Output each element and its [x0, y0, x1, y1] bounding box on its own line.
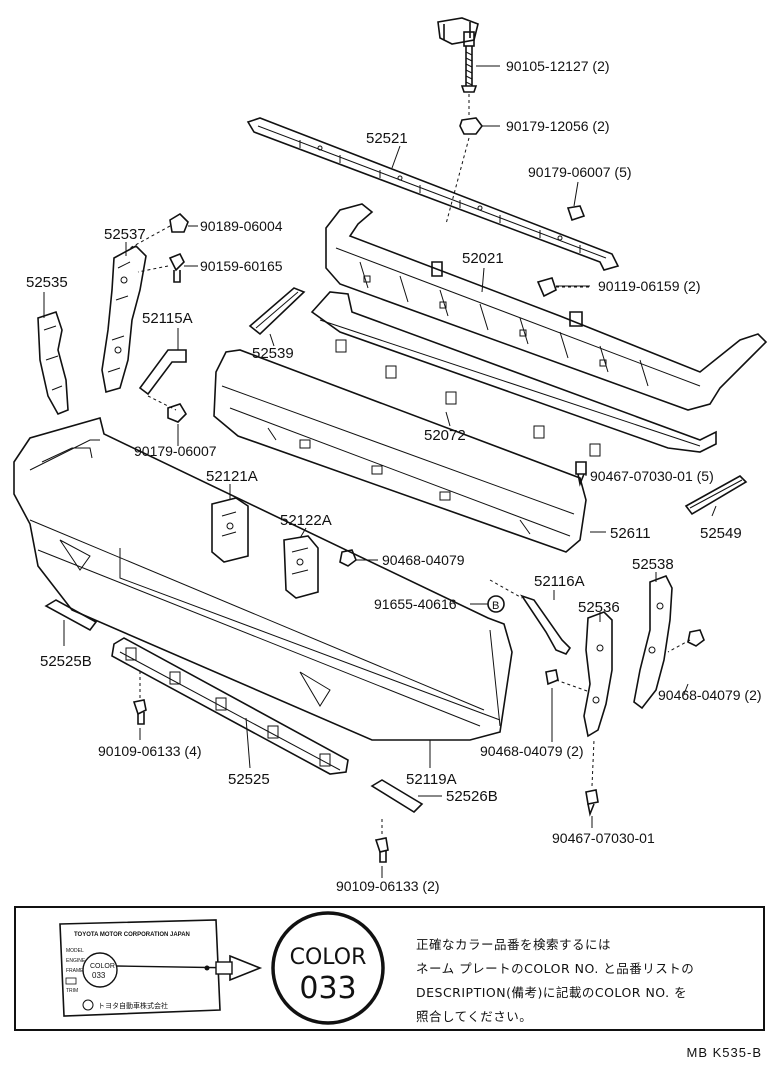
- label-52536: 52536: [578, 599, 620, 616]
- label-90119-06159: 90119-06159 (2): [598, 278, 700, 294]
- extension-52072: [310, 291, 717, 457]
- clip-90467-07030-01-icon: [575, 461, 587, 487]
- label-ref-B: B: [492, 600, 499, 612]
- name-plate-illustration: TOYOTA MOTOR CORPORATION JAPAN MODEL ENG…: [59, 919, 221, 1017]
- label-52119A: 52119A: [406, 771, 457, 788]
- bracket-52122A: [283, 535, 319, 599]
- plate-row-trim: TRIM: [66, 988, 78, 994]
- bolt-90105-icon: [437, 17, 479, 93]
- label-91655-40616: 91655-40616: [374, 596, 457, 612]
- label-52549: 52549: [700, 525, 742, 542]
- pad-52539: [248, 287, 306, 336]
- label-90109-06133-4: 90109-06133 (4): [98, 743, 202, 759]
- nut-90179-06007-icon: [167, 403, 188, 423]
- reinforcement-52521: [246, 117, 620, 271]
- note-line-2: ネーム プレートのCOLOR NO. と品番リストの: [416, 961, 695, 976]
- plate-row-model: MODEL: [66, 948, 84, 954]
- color-info-graphic: TOYOTA MOTOR CORPORATION JAPAN MODEL ENG…: [59, 911, 385, 1025]
- label-90179-06007-5: 90179-06007 (5): [528, 164, 632, 180]
- label-90159-60165: 90159-60165: [200, 258, 283, 274]
- screw-90109-06133-icon: [132, 699, 147, 725]
- label-90468-04079-2b: 90468-04079 (2): [480, 743, 584, 759]
- support-52536: [583, 611, 613, 738]
- stay-52526B: [370, 779, 424, 814]
- plate-row-color-value: 033: [92, 971, 106, 980]
- plate-row-color: COLOR: [90, 963, 115, 970]
- screw-90159-60165-icon: [168, 252, 185, 283]
- nut-90468-04079-2b-icon: [545, 669, 559, 686]
- absorber-52021: [325, 203, 768, 411]
- color-info-box: TOYOTA MOTOR CORPORATION JAPAN MODEL ENG…: [14, 906, 765, 1031]
- clip-90119-06159-icon: [536, 277, 557, 298]
- label-52521: 52521: [366, 130, 408, 147]
- label-52538: 52538: [632, 556, 674, 573]
- nut-90468-04079-icon: [339, 549, 357, 567]
- label-90467-07030-01-5: 90467-07030-01 (5): [590, 468, 714, 484]
- label-52116A: 52116A: [534, 573, 585, 590]
- note-line-1: 正確なカラー品番を検索するには: [416, 937, 612, 952]
- parts-diagram: 90105-12127 (2) 90179-12056 (2) 52521 90…: [13, 17, 768, 894]
- label-52526B: 52526B: [446, 788, 498, 805]
- label-90105-12127: 90105-12127 (2): [506, 58, 610, 74]
- clip-90467-07030-01b-icon: [585, 789, 599, 817]
- arrow-right-icon: [115, 954, 263, 982]
- screw-90109-06133-2-icon: [374, 837, 389, 863]
- retainer-52535: [37, 310, 69, 416]
- color-badge-number: 033: [299, 971, 356, 1006]
- clip-90179-06007-icon: [566, 205, 586, 222]
- label-52115A: 52115A: [142, 310, 193, 327]
- plate-row-engine: ENGINE: [66, 958, 86, 964]
- bracket-52116A: [520, 594, 572, 655]
- plate-52525: [111, 637, 349, 775]
- bracket-52115A: [138, 349, 187, 396]
- diagram-code: MB K535-B: [686, 1045, 762, 1060]
- plate-footer: トヨタ自動車株式会社: [98, 1001, 168, 1010]
- label-52539: 52539: [252, 345, 294, 362]
- label-90179-06007: 90179-06007: [134, 443, 217, 459]
- note-line-4: 照合してください。: [416, 1009, 533, 1024]
- label-90468-04079: 90468-04079: [382, 552, 465, 568]
- pad-52549: [684, 475, 748, 516]
- label-52525: 52525: [228, 771, 270, 788]
- leader-lines: [43, 65, 717, 878]
- label-52121A: 52121A: [206, 468, 258, 485]
- nut-90179-12056-icon: [459, 117, 483, 135]
- clip-90189-06004-icon: [169, 212, 189, 233]
- label-52535: 52535: [26, 274, 68, 291]
- label-52525B: 52525B: [40, 653, 92, 670]
- cover-52611: [213, 349, 587, 553]
- label-52072: 52072: [424, 427, 466, 444]
- label-90467-07030-01: 90467-07030-01: [552, 830, 655, 846]
- part-labels: 90105-12127 (2) 90179-12056 (2) 52521 90…: [26, 58, 762, 894]
- color-badge-word: COLOR: [290, 945, 367, 970]
- color-badge: COLOR 033: [271, 911, 385, 1025]
- bracket-52121A: [211, 497, 249, 563]
- support-52538: [633, 574, 673, 710]
- label-90109-06133-2: 90109-06133 (2): [336, 878, 440, 894]
- plate-maker: TOYOTA MOTOR CORPORATION JAPAN: [74, 932, 190, 938]
- label-90468-04079-2: 90468-04079 (2): [658, 687, 762, 703]
- label-90189-06004: 90189-06004: [200, 218, 283, 234]
- stay-52525B: [44, 599, 98, 632]
- label-52122A: 52122A: [280, 512, 332, 529]
- label-52611: 52611: [610, 525, 651, 542]
- retainer-52537: [101, 245, 147, 394]
- plate-row-frame: FRAME: [66, 968, 84, 974]
- nut-90468-04079-2-icon: [687, 629, 705, 647]
- label-52021: 52021: [462, 250, 504, 267]
- note-line-3: DESCRIPTION(備考)に記載のCOLOR NO. を: [416, 985, 688, 1000]
- label-52537: 52537: [104, 226, 146, 243]
- bumper-cover-52119A: [13, 417, 513, 741]
- label-90179-12056: 90179-12056 (2): [506, 118, 610, 134]
